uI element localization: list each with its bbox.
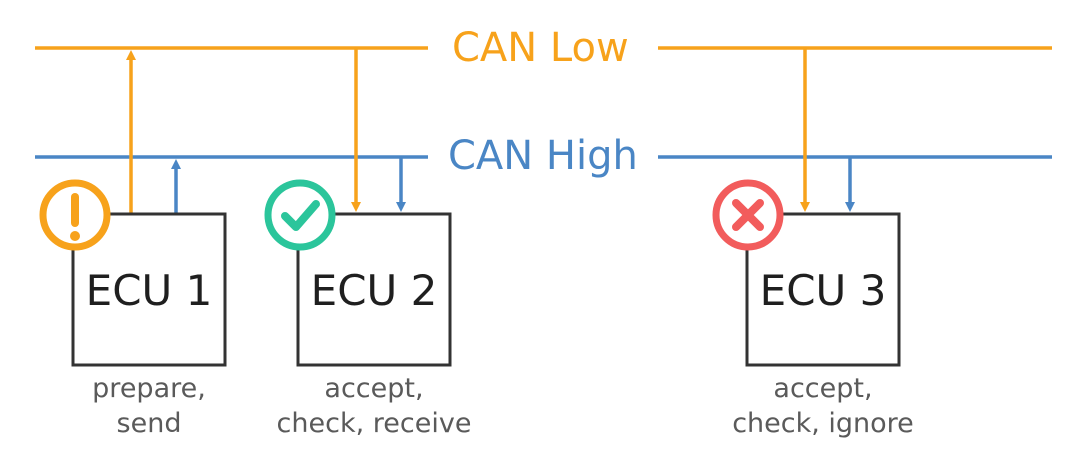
ecu1-caption: prepare, send [49, 371, 249, 441]
ecu2-caption: accept, check, receive [259, 371, 489, 441]
can-high-label: CAN High [448, 133, 638, 179]
check-icon [264, 179, 336, 251]
can-low-label: CAN Low [452, 25, 629, 71]
ecu1-caption-line1: prepare, [92, 373, 206, 404]
ecu2-caption-line1: accept, [324, 373, 424, 404]
ecu3-label: ECU 3 [759, 266, 887, 315]
ecu2-label: ECU 2 [310, 266, 438, 315]
cross-icon [712, 179, 784, 251]
ecu3-caption-line1: accept, [773, 373, 873, 404]
ecu1-caption-line2: send [116, 408, 182, 439]
ecu1-label: ECU 1 [85, 266, 213, 315]
ecu3-caption-line2: check, ignore [732, 408, 914, 439]
warning-icon [39, 179, 111, 251]
ecu2-caption-line2: check, receive [276, 408, 472, 439]
ecu3-caption: accept, check, ignore [708, 371, 938, 441]
